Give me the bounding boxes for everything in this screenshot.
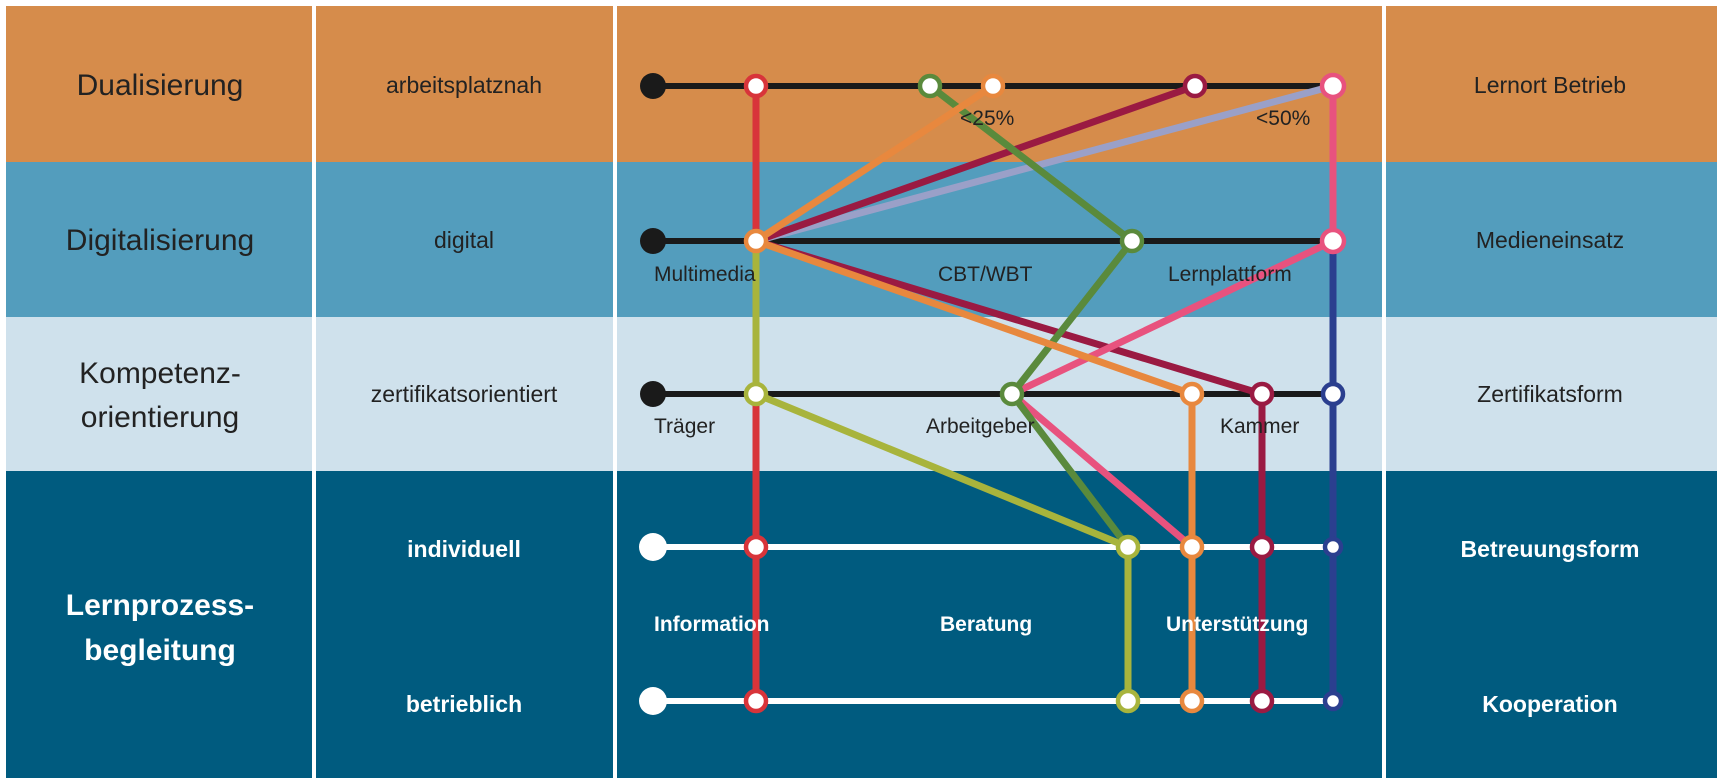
level-label-arbeitsplatznah: arbeitsplatznah xyxy=(386,72,542,98)
station-olive-betrieblich xyxy=(1115,688,1141,714)
station-pink-dualisierung xyxy=(1319,72,1347,100)
stop-label-lernplattform: Lernplattform xyxy=(1168,263,1292,286)
dimension-label-dualisierung: Dualisierung xyxy=(77,69,244,102)
level-label-digital: digital xyxy=(434,227,494,253)
category-label-betreuungsform: Betreuungsform xyxy=(1461,536,1640,562)
station-olive-kompetenz xyxy=(743,381,769,407)
route-line-green xyxy=(926,82,1136,551)
level-labels: arbeitsplatznah digital zertifikatsorien… xyxy=(371,72,558,717)
route-line-pink xyxy=(1008,82,1337,551)
stop-label-arbeitgeber: Arbeitgeber xyxy=(926,415,1035,438)
percent-labels: <25% <50% xyxy=(960,107,1310,130)
station-maroon-betrieblich xyxy=(1249,688,1275,714)
station-maroon-kompetenz xyxy=(1249,381,1275,407)
dimension-label-kompetenz-line2: orientierung xyxy=(81,401,239,434)
dimension-label-digitalisierung: Digitalisierung xyxy=(66,224,254,257)
level-label-betrieblich: betrieblich xyxy=(406,691,522,717)
station-orange-kompetenz xyxy=(1179,381,1205,407)
station-olive-individuell xyxy=(1115,534,1141,560)
category-label-medieneinsatz: Medieneinsatz xyxy=(1476,227,1624,253)
route-line-olive xyxy=(752,237,1132,705)
percent-label-25: <25% xyxy=(960,107,1014,130)
outer-border-top xyxy=(0,0,1717,6)
stop-labels: Multimedia CBT/WBT Lernplattform Träger … xyxy=(654,263,1308,636)
dimension-label-kompetenz-line1: Kompetenz- xyxy=(79,357,241,390)
category-label-zertifikatsform: Zertifikatsform xyxy=(1477,381,1623,407)
category-label-lernort-betrieb: Lernort Betrieb xyxy=(1474,72,1626,98)
track-start-individuell xyxy=(639,533,667,561)
separator-1 xyxy=(312,0,316,778)
category-labels: Lernort Betrieb Medieneinsatz Zertifikat… xyxy=(1461,72,1640,717)
stations xyxy=(743,72,1347,714)
level-label-zertifikatsorientiert: zertifikatsorientiert xyxy=(371,381,558,407)
stop-label-unterstuetzung: Unterstützung xyxy=(1166,613,1308,636)
station-maroon-individuell xyxy=(1249,534,1275,560)
stop-label-cbt-wbt: CBT/WBT xyxy=(938,263,1033,286)
station-navy-betrieblich xyxy=(1322,690,1344,712)
station-pink-digitalisierung xyxy=(1319,227,1347,255)
separator-2 xyxy=(613,0,617,778)
track-start-digitalisierung xyxy=(640,228,666,254)
stop-label-traeger: Träger xyxy=(654,415,715,438)
outer-border-left xyxy=(0,0,6,778)
station-green-kompetenz xyxy=(999,381,1025,407)
station-green-dualisierung xyxy=(917,73,943,99)
station-red-betrieblich xyxy=(743,688,769,714)
track-start-betrieblich xyxy=(639,687,667,715)
track-start-kompetenz xyxy=(640,381,666,407)
station-orange-dualisierung xyxy=(980,73,1006,99)
track-start-dualisierung xyxy=(640,73,666,99)
station-navy-individuell xyxy=(1322,536,1344,558)
stop-label-multimedia: Multimedia xyxy=(654,263,756,286)
level-label-individuell: individuell xyxy=(407,536,521,562)
percent-label-50: <50% xyxy=(1256,107,1310,130)
station-maroon-dualisierung xyxy=(1182,73,1208,99)
stop-label-kammer: Kammer xyxy=(1220,415,1299,438)
stop-label-beratung: Beratung xyxy=(940,613,1032,636)
band-lernprozess xyxy=(0,471,1717,778)
station-red-individuell xyxy=(743,534,769,560)
dimension-label-lernprozess-line2: begleitung xyxy=(84,634,236,667)
separator-3 xyxy=(1382,0,1386,778)
station-orange-individuell xyxy=(1179,534,1205,560)
route-line-lavender xyxy=(752,82,1337,245)
station-navy-kompetenz xyxy=(1320,381,1346,407)
station-green-digitalisierung xyxy=(1119,228,1145,254)
dimension-label-lernprozess-line1: Lernprozess- xyxy=(66,589,254,622)
station-red-dualisierung xyxy=(743,73,769,99)
dimension-labels: Dualisierung Digitalisierung Kompetenz- … xyxy=(66,69,254,667)
station-orange-digitalisierung xyxy=(743,228,769,254)
band-dualisierung xyxy=(0,0,1717,162)
category-label-kooperation: Kooperation xyxy=(1482,691,1617,717)
station-orange-betrieblich xyxy=(1179,688,1205,714)
stop-label-information: Information xyxy=(654,613,770,636)
